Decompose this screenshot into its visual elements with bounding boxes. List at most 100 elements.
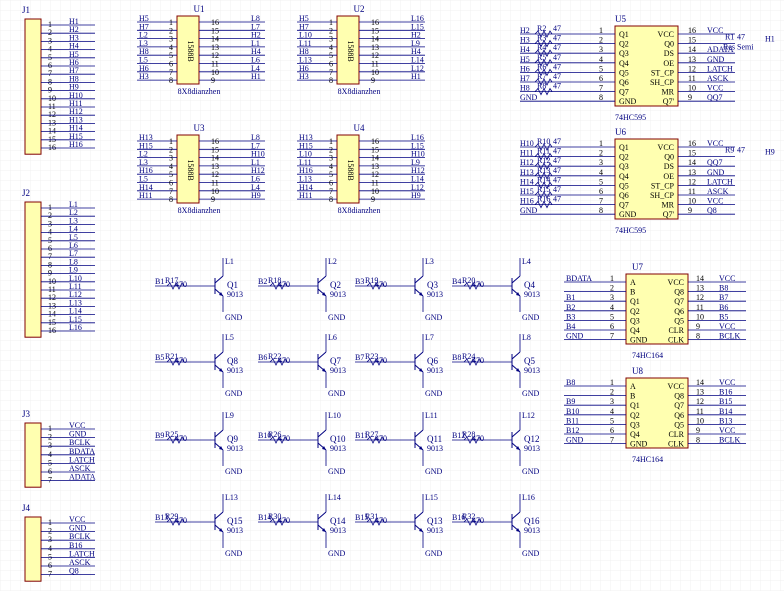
shift-register-left-pin: 5 (599, 64, 603, 73)
shift-register-right-net: ADATA (707, 45, 734, 54)
resistor-symbol (269, 358, 288, 366)
shift-register-input-net: H7 (520, 74, 530, 83)
counter-body (625, 273, 689, 345)
resistor-value: 470 (375, 356, 387, 365)
matrix-body (176, 15, 200, 85)
shift-register-right-name: Q7' (663, 210, 675, 219)
header-net-label: ADATA (69, 473, 96, 482)
matrix-left-pin: 4 (329, 162, 333, 171)
shift-register-left-pin: 3 (599, 45, 603, 54)
header-pin-number: 7 (48, 252, 52, 261)
transistor-collector-net: L5 (225, 333, 234, 342)
shift-register-input-net: H11 (520, 149, 533, 158)
header-pin-number: 15 (48, 135, 56, 144)
matrix-left-net: H5 (299, 14, 309, 23)
transistor-collector-net: L11 (425, 411, 438, 420)
header-net-label: H15 (69, 132, 83, 141)
matrix-left-pin: 1 (169, 18, 173, 27)
header-net-label: H14 (69, 124, 83, 133)
shift-register-right-name: OE (663, 172, 674, 181)
transistor-arrow (219, 292, 223, 296)
resistor-value: 47 (553, 82, 561, 91)
transistor-gnd-label: GND (225, 389, 243, 398)
matrix-left-net: L2 (139, 31, 148, 40)
header-net-label: H16 (69, 140, 83, 149)
matrix-right-pin: 14 (211, 154, 219, 163)
shift-register-right-net: VCC (707, 84, 723, 93)
matrix-right-net: L16 (411, 14, 424, 23)
shift-register-input-net: H3 (520, 36, 530, 45)
transistor-gnd-label: GND (425, 313, 443, 322)
transistor-collector (414, 275, 424, 284)
shift-register-right-pin: 16 (688, 26, 696, 35)
header-pin-number: 10 (48, 277, 56, 286)
transistor-collector (511, 351, 521, 360)
resistor-value: 47 (553, 137, 561, 146)
resistor-value: 470 (375, 516, 387, 525)
resistor-ref: R17 (165, 276, 178, 285)
resistor-ref: R9 (725, 146, 734, 155)
header-net-label: LATCH (69, 549, 95, 558)
counter-right-pin: 13 (696, 284, 704, 293)
matrix-ref: U4 (354, 123, 365, 133)
header-net-label: H2 (69, 25, 79, 34)
shift-register-left-name: Q5 (619, 181, 629, 190)
shift-register-left-name: Q6 (619, 191, 629, 200)
shift-register-right-pin: 12 (688, 177, 696, 186)
transistor-part: 9013 (227, 366, 243, 375)
transistor-arrow (419, 292, 423, 296)
resistor-symbol (366, 358, 385, 366)
transistor-base-net: B8 (452, 353, 461, 362)
transistor-collector-net: L10 (328, 411, 341, 420)
resistor-symbol (534, 171, 553, 180)
transistor-collector (317, 429, 327, 438)
matrix-part: 1588B (186, 159, 195, 180)
transistor-base-net: B3 (355, 277, 364, 286)
matrix-left-net: H3 (139, 72, 149, 81)
resistor-value: 470 (278, 516, 290, 525)
transistor-base-net: B15 (355, 513, 368, 522)
matrix-part: 1588B (186, 40, 195, 61)
matrix-left-pin: 3 (169, 35, 173, 44)
transistor-gnd-label: GND (425, 389, 443, 398)
matrix-right-pin: 9 (371, 195, 375, 204)
matrix-left-net: L10 (299, 150, 312, 159)
shift-register-part: 74HC595 (615, 113, 646, 122)
shift-register-left-name: Q3 (619, 49, 629, 58)
shift-register-left-name: Q6 (619, 78, 629, 87)
counter-right-name: Q8 (674, 392, 684, 401)
matrix-right-net: H2 (251, 31, 261, 40)
matrix-left-pin: 4 (169, 43, 173, 52)
header-net-label: L15 (69, 315, 82, 324)
resistor-ref: R4 (537, 43, 546, 52)
transistor-arrow (322, 292, 326, 296)
counter-right-net: B7 (719, 293, 728, 302)
counter-right-name: CLK (668, 336, 684, 345)
matrix-right-pin: 10 (211, 68, 219, 77)
transistor-collector-net: L8 (522, 333, 531, 342)
header-pin-number: 8 (48, 77, 52, 86)
shift-register-left-name: Q4 (619, 59, 629, 68)
counter-right-net: B14 (719, 407, 732, 416)
header-pin-number: 13 (48, 118, 56, 127)
resistor-value: 47 (553, 156, 561, 165)
transistor-ref: Q9 (227, 434, 238, 444)
matrix-left-net: L5 (139, 175, 148, 184)
transistor-arrow (516, 292, 520, 296)
matrix-right-pin: 12 (371, 51, 379, 60)
header-net-label: L2 (69, 208, 78, 217)
header-pin-number: 3 (48, 219, 52, 228)
matrix-right-net: L6 (251, 175, 260, 184)
transistor-collector-net: L4 (522, 257, 531, 266)
counter-right-pin: 10 (696, 416, 704, 425)
counter-right-pin: 12 (696, 397, 704, 406)
counter-left-name: A (630, 382, 636, 391)
matrix-body (336, 134, 360, 204)
header-net-label: H10 (69, 91, 83, 100)
matrix-left-pin: 6 (329, 60, 333, 69)
